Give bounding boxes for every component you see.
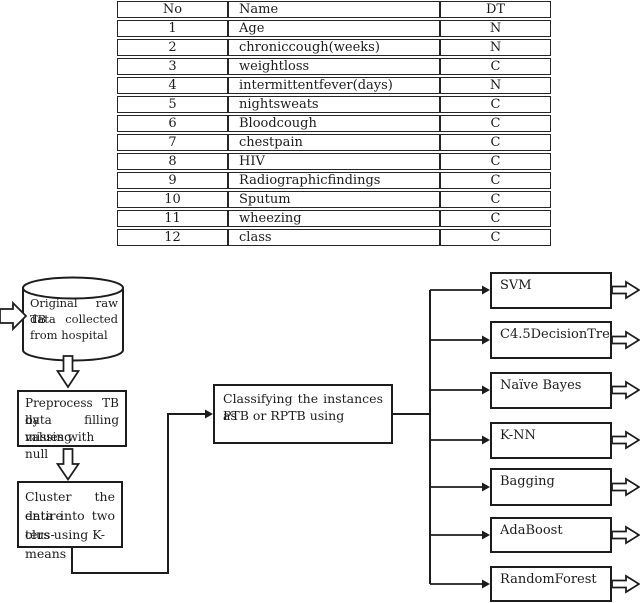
cell-no: 12 <box>117 229 228 246</box>
cell-dt: C <box>440 191 551 208</box>
cell-dt: N <box>440 39 551 56</box>
cell-dt: C <box>440 115 551 132</box>
arrowhead-icon <box>205 409 213 419</box>
cluster-line2: data into two clus- <box>25 508 115 542</box>
col-header-dt: DT <box>440 1 551 18</box>
cell-dt: N <box>440 20 551 37</box>
cell-no: 3 <box>117 58 228 75</box>
cell-no: 11 <box>117 210 228 227</box>
output-block-arrow-icon <box>611 280 640 300</box>
cell-name: chroniccough(weeks) <box>228 39 440 56</box>
cell-name: wheezing <box>228 210 440 227</box>
output-block-arrow-icon <box>611 330 640 350</box>
output-block-arrow-icon <box>611 380 640 400</box>
cell-no: 5 <box>117 96 228 113</box>
input-block-arrow-icon <box>0 300 28 332</box>
classifier-box-knn: K-NN <box>490 422 612 459</box>
cell-dt: C <box>440 210 551 227</box>
classifier-box-c45-decision-tree: C4.5DecisionTree <box>490 321 612 359</box>
source-db-line1: Original raw TB <box>30 296 118 326</box>
cell-no: 9 <box>117 172 228 189</box>
cell-name: chestpain <box>228 134 440 151</box>
preprocess-line3: values with null <box>25 430 95 461</box>
cell-dt: C <box>440 229 551 246</box>
cell-no: 1 <box>117 20 228 37</box>
output-block-arrow-icons <box>611 280 640 594</box>
cell-name: intermittentfever(days) <box>228 77 440 94</box>
output-block-arrow-icon <box>611 477 640 497</box>
table-header-row: No Name DT <box>117 1 551 18</box>
cell-name: Radiographicfindings <box>228 172 440 189</box>
cell-name: Bloodcough <box>228 115 440 132</box>
classifier-box-adaboost: AdaBoost <box>490 517 612 553</box>
col-header-no: No <box>117 1 228 18</box>
database-cylinder-icon <box>22 276 124 362</box>
cell-no: 4 <box>117 77 228 94</box>
classifier-label: Bagging <box>500 474 555 489</box>
down-arrow-icon <box>55 355 81 389</box>
classifier-box-svm: SVM <box>490 272 612 309</box>
cell-no: 8 <box>117 153 228 170</box>
cluster-line1: Cluster the entire <box>25 489 115 523</box>
classifier-label: C4.5DecisionTree <box>500 327 612 342</box>
connector-cluster-to-classify <box>71 413 205 574</box>
cell-name: HIV <box>228 153 440 170</box>
preprocess-line1: Preprocess TB data <box>25 396 119 427</box>
cell-name: weightloss <box>228 58 440 75</box>
col-header-name: Name <box>228 1 440 18</box>
down-arrow-icon <box>55 448 81 482</box>
classify-line2: PTB or RPTB using <box>223 408 345 423</box>
source-db-line3: from hospital <box>30 328 108 342</box>
classifier-label: SVM <box>500 278 532 293</box>
cell-no: 6 <box>117 115 228 132</box>
cluster-box: Cluster the entire data into two clus- t… <box>17 481 123 561</box>
classifier-label: RandomForest <box>500 572 597 587</box>
cell-dt: N <box>440 77 551 94</box>
cell-no: 2 <box>117 39 228 56</box>
cell-no: 7 <box>117 134 228 151</box>
cluster-line3: ters using K-means <box>25 527 105 561</box>
output-block-arrow-icon <box>611 574 640 594</box>
branch-connectors <box>430 285 490 589</box>
cell-dt: C <box>440 172 551 189</box>
classifier-box-bagging: Bagging <box>490 468 612 506</box>
cell-name: Age <box>228 20 440 37</box>
cell-name: class <box>228 229 440 246</box>
preprocess-box: Preprocess TB data by filling missing va… <box>17 390 127 461</box>
classify-line1: Classifying the instances as <box>223 391 383 423</box>
cell-name: nightsweats <box>228 96 440 113</box>
cell-no: 10 <box>117 191 228 208</box>
source-database-label: Original raw TB data collected from hosp… <box>30 295 118 343</box>
classifier-box-random-forest: RandomForest <box>490 566 612 602</box>
cell-dt: C <box>440 153 551 170</box>
cell-dt: C <box>440 58 551 75</box>
cell-dt: C <box>440 134 551 151</box>
preprocess-line2: by filling missing <box>25 413 119 444</box>
cell-dt: C <box>440 96 551 113</box>
classifier-label: AdaBoost <box>500 523 563 538</box>
classifier-label: K-NN <box>500 428 536 443</box>
cell-name: Sputum <box>228 191 440 208</box>
classifier-box-naive-bayes: Naïve Bayes <box>490 372 612 409</box>
output-block-arrow-icon <box>611 430 640 450</box>
classifier-label: Naïve Bayes <box>500 378 582 393</box>
output-block-arrow-icon <box>611 525 640 545</box>
classify-box: Classifying the instances as PTB or RPTB… <box>213 384 393 444</box>
source-db-line2: data collected <box>30 312 118 326</box>
